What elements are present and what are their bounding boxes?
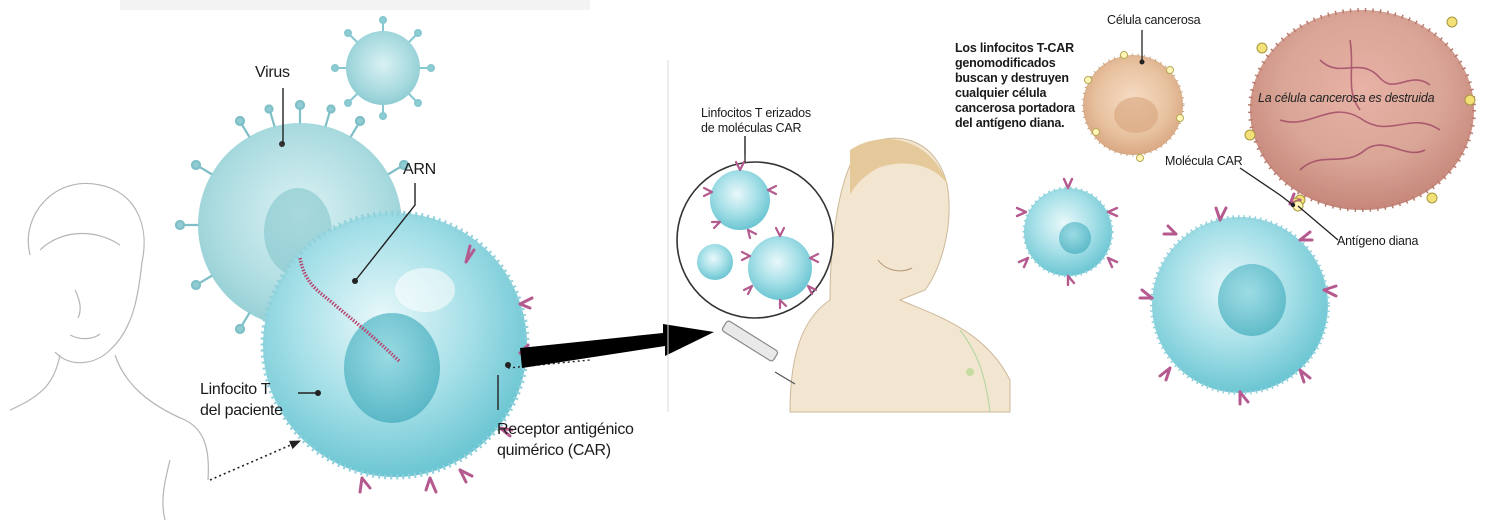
panel-right xyxy=(1017,10,1475,404)
cancer-cell xyxy=(1083,52,1184,162)
t-cell-small-3 xyxy=(697,244,733,280)
car-t-cell-medium xyxy=(1017,179,1117,285)
label-desc-line1: Los linfocitos T-CAR xyxy=(955,41,1074,56)
label-arn: ARN xyxy=(403,160,436,179)
label-receptor-line1: Receptor antigénico xyxy=(497,420,634,439)
syringe xyxy=(721,320,795,384)
dotted-arrow-patient xyxy=(210,441,300,480)
car-t-cell-large xyxy=(1140,194,1336,404)
virus-small xyxy=(332,17,434,119)
label-desc-line4: cualquier célula xyxy=(955,86,1046,101)
label-desc-line2: genomodificados xyxy=(955,56,1055,71)
label-receptor-line2: quimérico (CAR) xyxy=(497,441,611,460)
label-molecula-car: Molécula CAR xyxy=(1165,154,1243,169)
label-desc-line5: cancerosa portadora xyxy=(955,101,1075,116)
label-antigeno-diana: Antígeno diana xyxy=(1337,234,1418,249)
label-virus: Virus xyxy=(255,63,290,82)
label-erizados-line2: de moléculas CAR xyxy=(701,121,801,136)
patient-sketch-left xyxy=(10,183,208,520)
label-linfocito-line2: del paciente xyxy=(200,401,283,420)
magnified-view xyxy=(677,136,833,318)
destroyed-cancer-cell xyxy=(1245,10,1475,210)
label-destruida: La célula cancerosa es destruida xyxy=(1258,91,1434,106)
label-erizados-line1: Linfocitos T erizados xyxy=(701,106,811,121)
process-arrow xyxy=(520,324,714,368)
label-linfocito-line1: Linfocito T xyxy=(200,380,270,399)
label-desc-line3: buscan y destruyen xyxy=(955,71,1069,86)
label-celula-cancerosa: Célula cancerosa xyxy=(1107,13,1200,28)
t-cell-patient xyxy=(263,213,532,492)
label-desc-line6: del antígeno diana. xyxy=(955,116,1064,131)
